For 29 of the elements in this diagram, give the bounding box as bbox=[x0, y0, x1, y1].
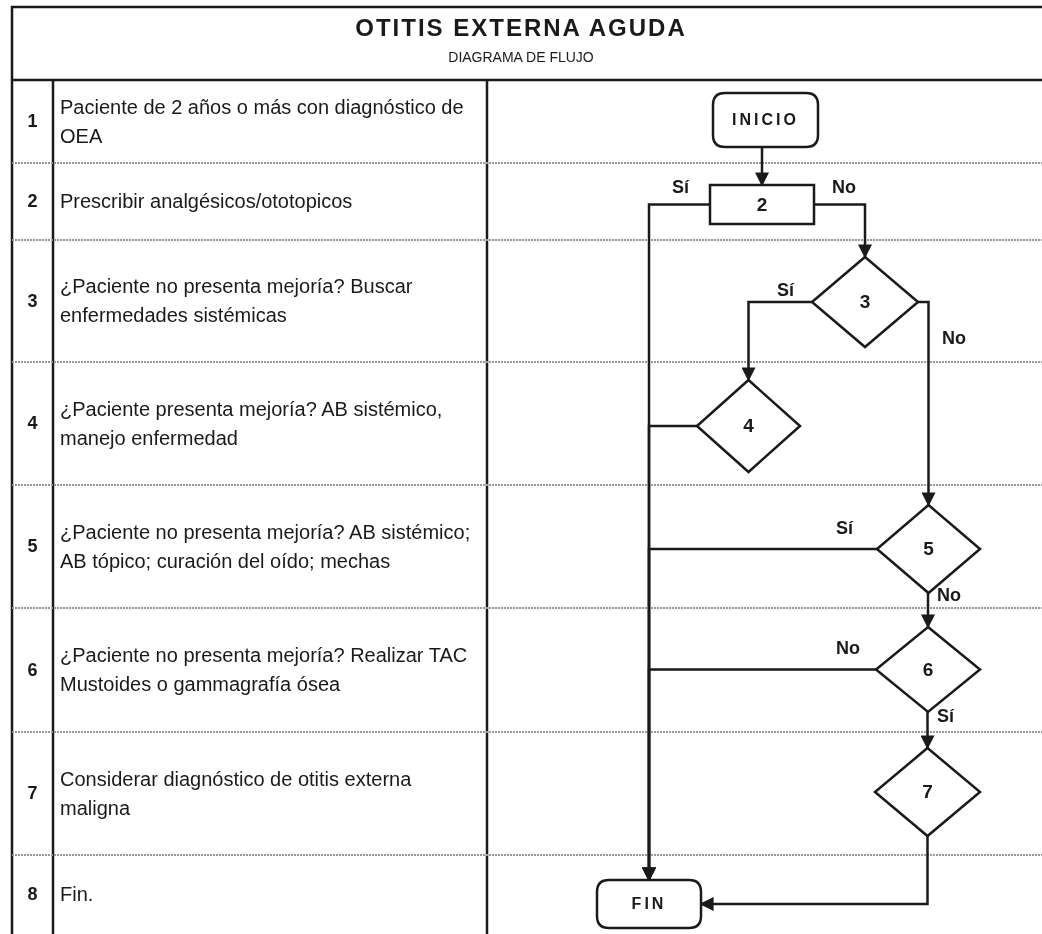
arrow bbox=[918, 300, 936, 507]
arrow bbox=[814, 203, 872, 259]
decision-diamond: 3 bbox=[812, 257, 918, 347]
arrow bbox=[921, 593, 935, 629]
step-number: 7 bbox=[26, 782, 39, 805]
arrow bbox=[920, 712, 935, 750]
step-number: 1 bbox=[26, 110, 39, 133]
step-number: 3 bbox=[26, 289, 39, 313]
step-description: ¿Paciente no presenta mejoría? Realizar TAC Mustoides o gammagrafía ósea bbox=[60, 643, 469, 697]
terminal-shape: FIN bbox=[597, 880, 701, 928]
process-box: 2 bbox=[710, 185, 814, 224]
step-number: 5 bbox=[26, 535, 39, 558]
decision-diamond: 4 bbox=[697, 380, 800, 472]
step-description: Considerar diagnóstico de otitis externa maligna bbox=[60, 766, 413, 821]
step-description: ¿Paciente no presenta mejoría? AB sistémico; AB tópico; curación del oído; mechas bbox=[60, 519, 472, 574]
decision-diamond: 7 bbox=[875, 748, 980, 836]
step-description: ¿Paciente no presenta mejoría? Buscar enfermedades sistémicas bbox=[60, 274, 414, 328]
step-number: 6 bbox=[26, 658, 39, 682]
step-description: Prescribir analgésicos/ototopicos bbox=[60, 189, 354, 214]
terminal-shape: INICIO bbox=[713, 93, 818, 147]
diagram-title: OTITIS EXTERNA AGUDA bbox=[354, 14, 688, 42]
arrow bbox=[741, 300, 812, 382]
step-number: 2 bbox=[26, 190, 39, 213]
diagram-subtitle: DIAGRAMA DE FLUJO bbox=[447, 49, 595, 65]
step-description: Paciente de 2 años o más con diagnóstico de OEA bbox=[60, 94, 465, 149]
step-number: 8 bbox=[26, 883, 39, 906]
step-description: Fin. bbox=[60, 882, 95, 907]
step-number: 4 bbox=[26, 412, 39, 435]
step-description: ¿Paciente presenta mejoría? AB sistémico, manejo enfermedad bbox=[60, 396, 444, 451]
